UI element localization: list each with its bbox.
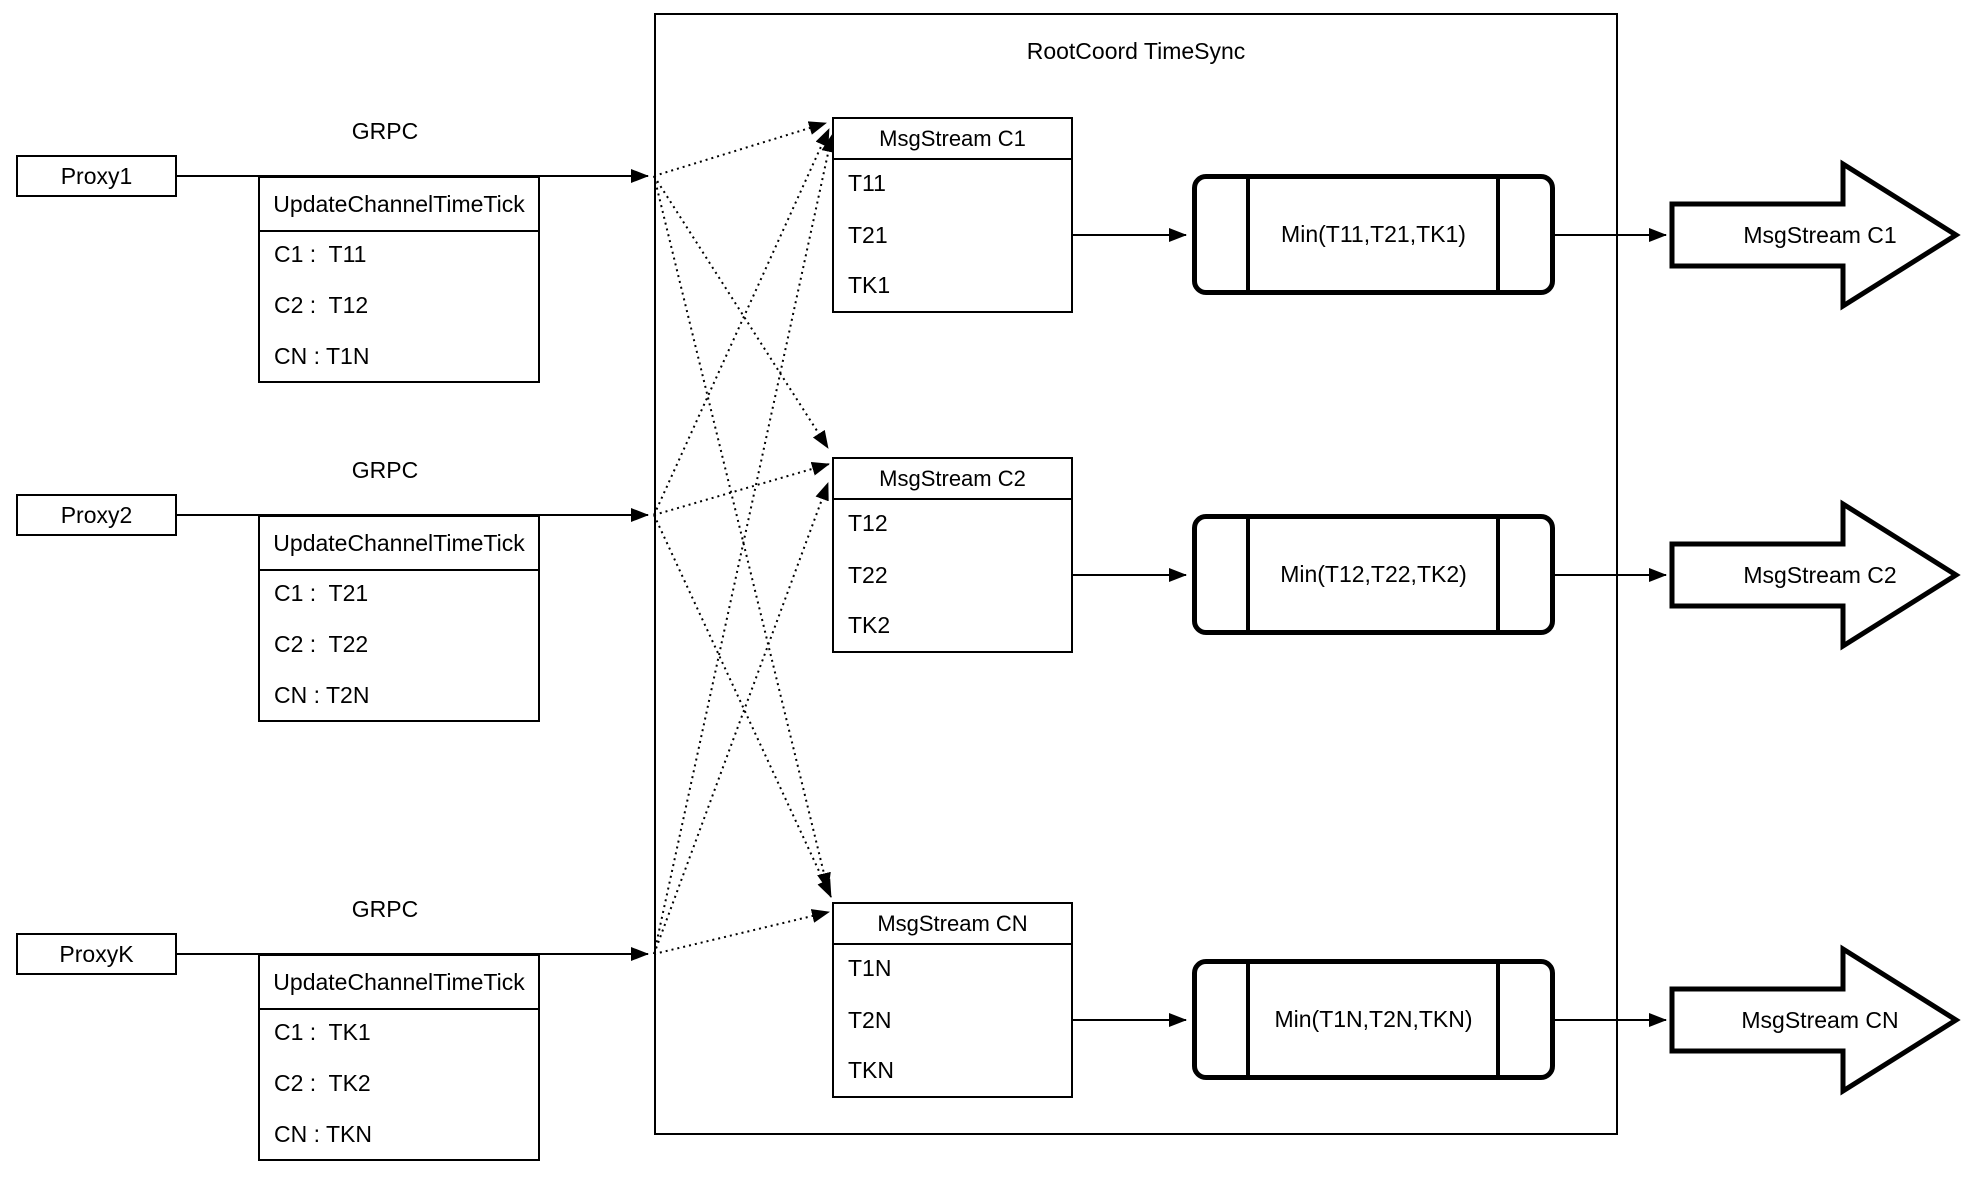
msgstream-row: TK2 <box>848 612 891 638</box>
proxy-box-1: Proxy1 <box>16 155 177 197</box>
msgstream-row: T21 <box>848 222 888 248</box>
timetick-row: CN : T2N <box>274 682 370 708</box>
output-arrow-shape-2 <box>1669 499 1961 651</box>
proxy-label: Proxy2 <box>60 501 133 528</box>
output-arrow-label-1: MsgStream C1 <box>1743 221 1897 248</box>
dotted-link-proxy1-cn <box>653 175 831 891</box>
min-divider-right <box>1496 179 1500 290</box>
msgstream-table-header: MsgStream C2 <box>834 459 1071 500</box>
output-arrow-label-3: MsgStream CN <box>1741 1006 1899 1033</box>
msgstream-table-3: MsgStream CN T1N T2N TKN <box>832 902 1073 1098</box>
proxy-label: ProxyK <box>59 940 134 967</box>
msgstream-row: TK1 <box>848 272 891 298</box>
timetick-table-1: UpdateChannelTimeTick C1 : T11 C2 : T12 … <box>258 176 540 383</box>
min-label: Min(T12,T22,TK2) <box>1280 561 1467 587</box>
msgstream-row: T12 <box>848 510 888 536</box>
grpc-label-1: GRPC <box>351 117 419 144</box>
proxy-box-3: ProxyK <box>16 933 177 975</box>
msgstream-row: T22 <box>848 562 888 588</box>
grpc-label-2: GRPC <box>351 456 419 483</box>
dotted-link-proxyk-c1 <box>653 134 836 955</box>
msgstream-table-2: MsgStream C2 T12 T22 TK2 <box>832 457 1073 653</box>
min-divider-right <box>1496 964 1500 1075</box>
min-node-2: Min(T12,T22,TK2) <box>1192 514 1555 635</box>
msgstream-row: T11 <box>848 170 886 196</box>
timetick-table-2: UpdateChannelTimeTick C1 : T21 C2 : T22 … <box>258 515 540 722</box>
dotted-link-proxy2-c1 <box>653 128 830 516</box>
timetick-row: C2 : TK2 <box>274 1070 371 1096</box>
dotted-link-proxy2-c2 <box>653 462 830 516</box>
msgstream-row: T2N <box>848 1007 892 1033</box>
output-arrow-shape-3 <box>1669 944 1961 1096</box>
output-arrow-label-2: MsgStream C2 <box>1743 561 1897 588</box>
timetick-row: C2 : T12 <box>274 292 369 318</box>
timetick-table-3: UpdateChannelTimeTick C1 : TK1 C2 : TK2 … <box>258 954 540 1161</box>
timetick-row: C1 : T11 <box>274 241 367 267</box>
msgstream-row: T1N <box>848 955 892 981</box>
min-divider-left <box>1246 179 1250 290</box>
min-divider-left <box>1246 964 1250 1075</box>
min-divider-right <box>1496 519 1500 630</box>
min-divider-left <box>1246 519 1250 630</box>
dotted-link-proxy2-cn <box>653 514 832 898</box>
output-arrow-shape-1 <box>1669 159 1961 311</box>
msgstream-row: TKN <box>848 1057 894 1083</box>
msgstream-table-header: MsgStream C1 <box>834 119 1071 160</box>
msgstream-table-1: MsgStream C1 T11 T21 TK1 <box>832 117 1073 313</box>
min-node-3: Min(T1N,T2N,TKN) <box>1192 959 1555 1080</box>
timetick-row: C1 : T21 <box>274 580 369 606</box>
timetick-row: CN : TKN <box>274 1121 372 1147</box>
rootcoord-box <box>654 13 1618 1135</box>
timetick-table-header: UpdateChannelTimeTick <box>260 178 538 232</box>
min-node-1: Min(T11,T21,TK1) <box>1192 174 1555 295</box>
timetick-row: C1 : TK1 <box>274 1019 371 1045</box>
timetick-row: CN : T1N <box>274 343 370 369</box>
min-label: Min(T1N,T2N,TKN) <box>1274 1006 1473 1032</box>
timetick-row: C2 : T22 <box>274 631 369 657</box>
proxy-box-2: Proxy2 <box>16 494 177 536</box>
msgstream-table-header: MsgStream CN <box>834 904 1071 945</box>
rootcoord-title: RootCoord TimeSync <box>1026 37 1246 64</box>
proxy-label: Proxy1 <box>60 162 133 189</box>
timetick-table-header: UpdateChannelTimeTick <box>260 956 538 1010</box>
timetick-table-header: UpdateChannelTimeTick <box>260 517 538 571</box>
grpc-label-3: GRPC <box>351 895 419 922</box>
min-label: Min(T11,T21,TK1) <box>1281 221 1466 247</box>
